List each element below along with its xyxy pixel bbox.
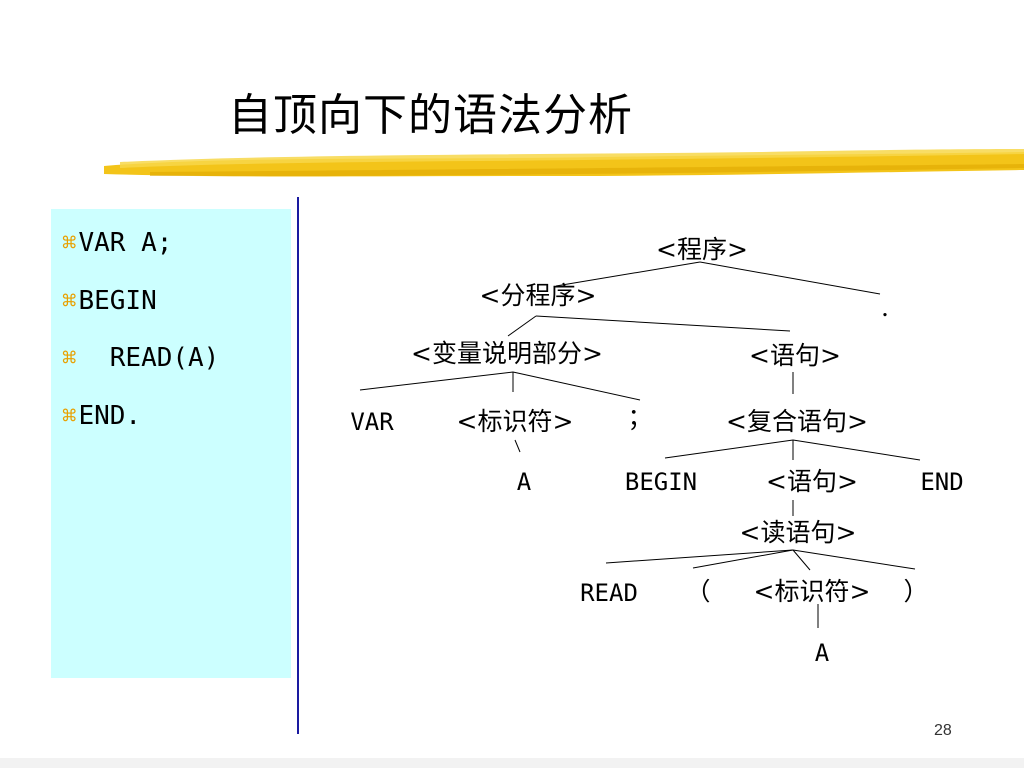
node-identifier-read: <标识符>	[753, 577, 871, 606]
code-line: ⌘ READ(A)	[62, 343, 220, 373]
slide-title: 自顶向下的语法分析	[228, 90, 633, 141]
page-number: 28	[934, 722, 952, 739]
node-right-paren: ）	[903, 577, 929, 606]
node-semicolon: ；	[627, 403, 653, 432]
title-brush-underline	[104, 149, 1024, 177]
node-identifier: <标识符>	[456, 407, 574, 436]
code-panel	[51, 209, 291, 678]
node-program: <程序>	[656, 235, 748, 264]
code-line: ⌘VAR A;	[62, 228, 173, 258]
node-statement: <语句>	[749, 341, 841, 370]
command-bullet-icon: ⌘	[62, 402, 77, 430]
vertical-separator	[297, 197, 299, 734]
node-left-paren: （	[685, 577, 711, 606]
code-line: ⌘END.	[62, 401, 142, 431]
node-var-keyword: VAR	[350, 408, 394, 436]
node-subprogram: <分程序>	[479, 281, 597, 310]
node-compound-statement: <复合语句>	[726, 407, 868, 436]
command-bullet-icon: ⌘	[62, 229, 77, 257]
node-identifier-read-value: A	[814, 639, 830, 667]
bottom-bar	[0, 758, 1024, 768]
node-read-statement: <读语句>	[739, 518, 857, 547]
node-end-keyword: END	[920, 468, 964, 496]
node-dot: .	[881, 293, 889, 322]
node-identifier-value: A	[516, 468, 532, 496]
command-bullet-icon: ⌘	[62, 344, 77, 372]
command-bullet-icon: ⌘	[62, 287, 77, 315]
node-statement-inner: <语句>	[766, 467, 858, 496]
node-read-keyword: READ	[580, 579, 638, 607]
code-line: ⌘BEGIN	[62, 286, 157, 316]
node-var-declaration: <变量说明部分>	[411, 339, 603, 368]
node-begin-keyword: BEGIN	[624, 468, 698, 496]
